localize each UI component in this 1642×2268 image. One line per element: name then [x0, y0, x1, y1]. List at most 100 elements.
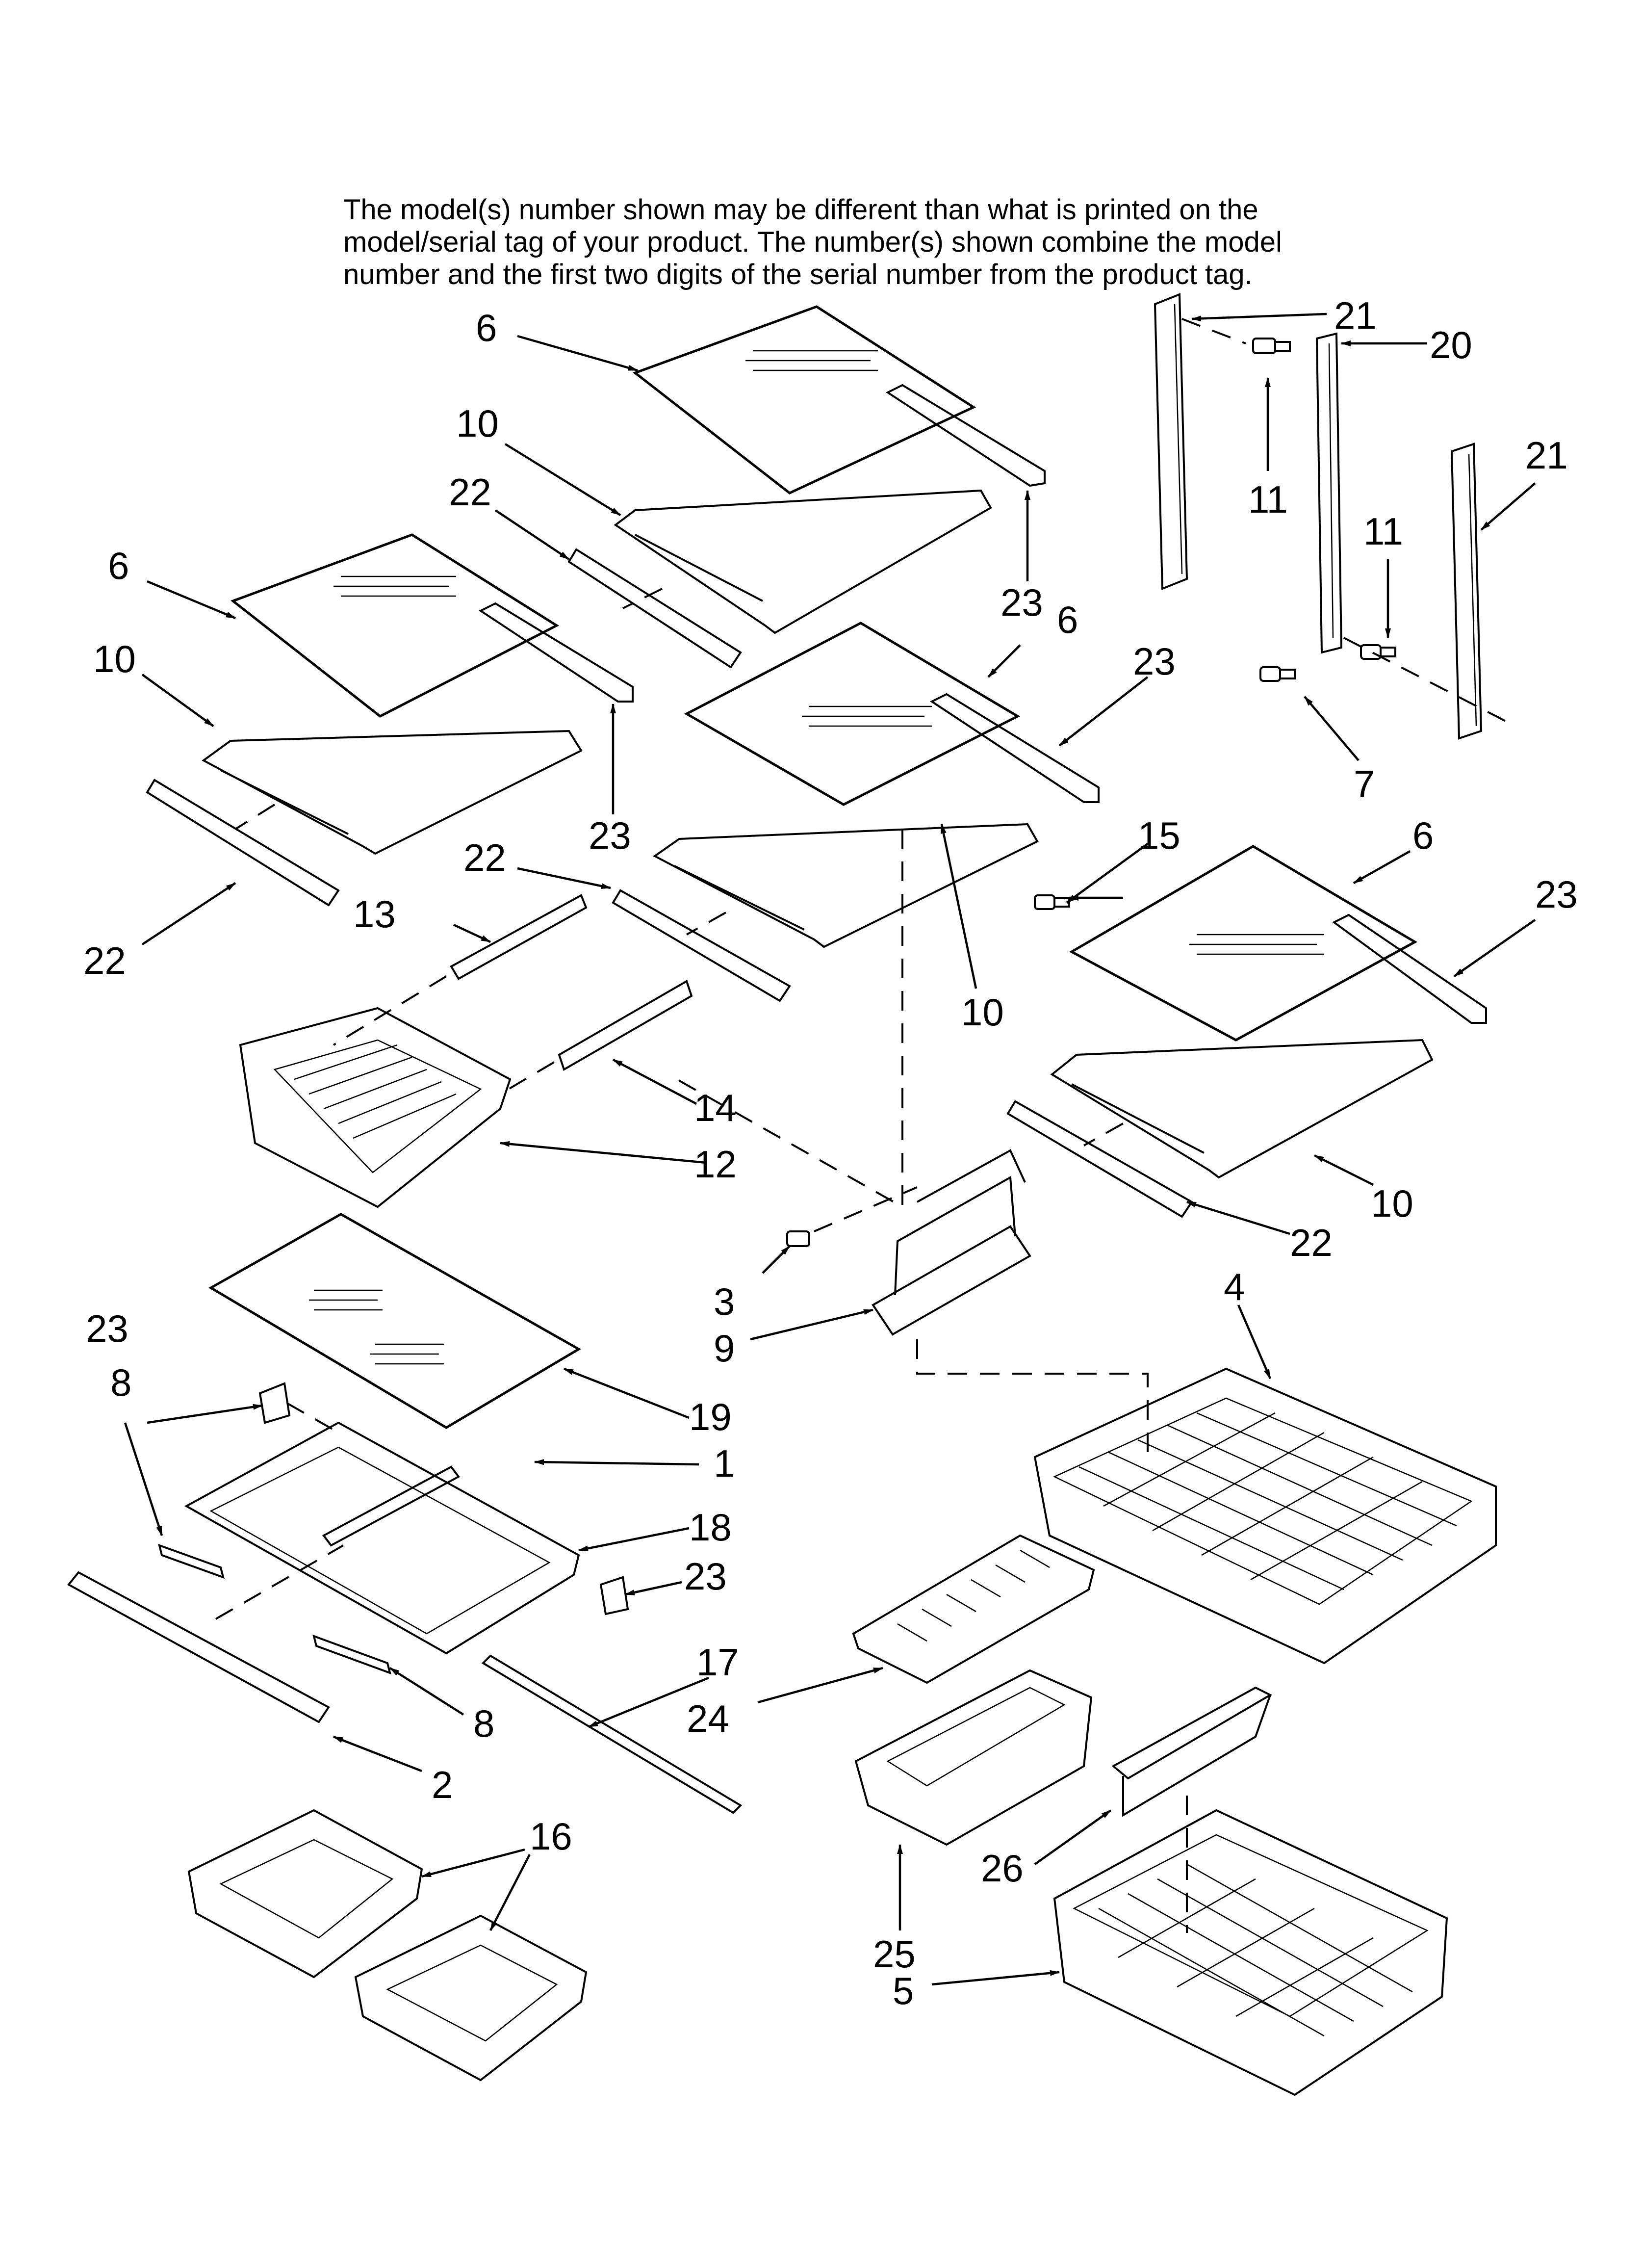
glass-shelf-left — [230, 533, 560, 718]
pantry-drawer-18 — [184, 1421, 580, 1655]
drawer-12-ribs — [294, 1044, 457, 1139]
shelf-frame-left — [202, 730, 583, 855]
callout-4: 4 — [1224, 1265, 1245, 1308]
note-line-3: number and the first two digits of the s… — [343, 259, 1253, 290]
shelf-front-trim-top — [567, 548, 742, 669]
callout-17: 17 — [696, 1641, 739, 1684]
callout-21: 21 — [1525, 434, 1568, 477]
ice-tray-cells — [897, 1549, 1050, 1642]
callout-16: 16 — [530, 1815, 572, 1858]
shelf-ladders — [1034, 293, 1506, 910]
callout-10: 10 — [456, 402, 499, 445]
shelf-assembly-left — [146, 533, 634, 907]
glass-shelf-top — [632, 305, 976, 495]
shelf-assembly-right — [1006, 845, 1487, 1218]
callout-9: 9 — [714, 1327, 735, 1370]
callout-25: 25 — [873, 1932, 916, 1976]
callout-21: 21 — [1334, 294, 1377, 337]
shelf-assembly-center — [612, 622, 1100, 1209]
callout-14: 14 — [694, 1086, 737, 1129]
callout-20: 20 — [1430, 323, 1472, 366]
freezer-accessories — [852, 1534, 1448, 2096]
temp-control-23b — [599, 1576, 629, 1616]
callout-10: 10 — [93, 637, 136, 680]
ladder-rail-left — [1154, 293, 1188, 590]
callout-6: 6 — [476, 306, 497, 349]
shelf-front-trim-center — [612, 889, 791, 1002]
temp-control-23a — [258, 1382, 291, 1424]
callout-23: 23 — [86, 1307, 128, 1350]
rod-17 — [481, 1654, 743, 1814]
callout-22: 22 — [83, 939, 126, 982]
callout-6: 6 — [108, 544, 129, 587]
basket-4-wires — [1078, 1412, 1457, 1590]
screw-15 — [1034, 894, 1070, 910]
shelf-trim-center — [930, 693, 1100, 803]
drawer-slide-13 — [450, 894, 588, 980]
glass-panel-19 — [208, 1213, 581, 1429]
callout-labels: 6 10 22 23 6 10 23 22 22 6 23 15 10 6 23… — [83, 294, 1578, 2012]
callout-8: 8 — [473, 1702, 494, 1745]
callout-11: 11 — [1363, 510, 1403, 553]
shelf-trim-top — [885, 384, 1046, 487]
callout-23: 23 — [684, 1555, 727, 1598]
callout-22: 22 — [449, 470, 491, 514]
callout-6: 6 — [1412, 814, 1434, 857]
glass-shelf-right — [1069, 845, 1418, 1042]
pantry-drawer-assembly — [67, 1213, 743, 1814]
crisper-drawers — [187, 1809, 588, 2082]
screw-top — [1252, 338, 1291, 354]
slide-drawer-assembly — [239, 894, 693, 1208]
callout-23: 23 — [589, 814, 631, 857]
wire-basket-4 — [1033, 1367, 1497, 1665]
glass-etch-center — [802, 705, 932, 727]
storage-bin-25 — [854, 1669, 1093, 1846]
bracket-8-right — [312, 1634, 391, 1675]
shelf-frame-top — [614, 489, 992, 634]
screw-3 — [786, 1230, 810, 1247]
drawer-slide-14 — [558, 980, 693, 1071]
callout-10: 10 — [1371, 1182, 1413, 1225]
callout-23: 23 — [1001, 581, 1043, 624]
callout-23: 23 — [1133, 640, 1176, 683]
wine-rack-9 — [872, 1225, 1031, 1336]
shelf-frame-center — [653, 823, 1039, 948]
note-line-1: The model(s) number shown may be differe… — [343, 194, 1258, 226]
wine-rack-and-basket — [786, 1149, 1497, 1665]
callout-11: 11 — [1248, 478, 1288, 521]
callout-22: 22 — [463, 836, 506, 879]
callout-24: 24 — [687, 1697, 729, 1740]
shelf-trim-left — [479, 602, 634, 703]
model-number-note: The model(s) number shown may be differe… — [343, 194, 1354, 291]
callout-23: 23 — [1535, 873, 1578, 916]
callout-12: 12 — [694, 1143, 737, 1186]
callout-18: 18 — [689, 1506, 732, 1549]
callout-1: 1 — [714, 1442, 735, 1485]
wire-basket-5 — [1053, 1809, 1448, 2096]
shelf-front-trim-right — [1006, 1100, 1193, 1218]
shelf-assembly-top — [567, 305, 1046, 669]
shelf-front-trim-left — [146, 779, 340, 907]
callout-13: 13 — [353, 892, 396, 936]
glass-etch-top — [745, 350, 878, 371]
ice-tray-24 — [852, 1534, 1095, 1684]
drawer-12 — [239, 1007, 512, 1208]
callout-3: 3 — [714, 1280, 735, 1323]
callout-19: 19 — [689, 1395, 732, 1438]
ladder-rail-center — [1315, 332, 1343, 654]
glass-shelf-center — [684, 622, 1021, 806]
callout-6: 6 — [1057, 598, 1078, 641]
callout-7: 7 — [1354, 762, 1375, 806]
screw-mid-right — [1360, 644, 1396, 660]
callout-26: 26 — [981, 1847, 1024, 1890]
callout-arrows — [124, 313, 1536, 1986]
crisper-drawer-upper — [187, 1809, 423, 1979]
front-trim-2 — [67, 1571, 330, 1723]
shelf-trim-right — [1332, 913, 1487, 1024]
crisper-drawer-lower — [354, 1914, 588, 2082]
callout-8: 8 — [110, 1361, 131, 1404]
glass-etch-left — [334, 575, 456, 597]
divider-26 — [1111, 1686, 1273, 1780]
shelf-frame-right — [1050, 1039, 1434, 1179]
